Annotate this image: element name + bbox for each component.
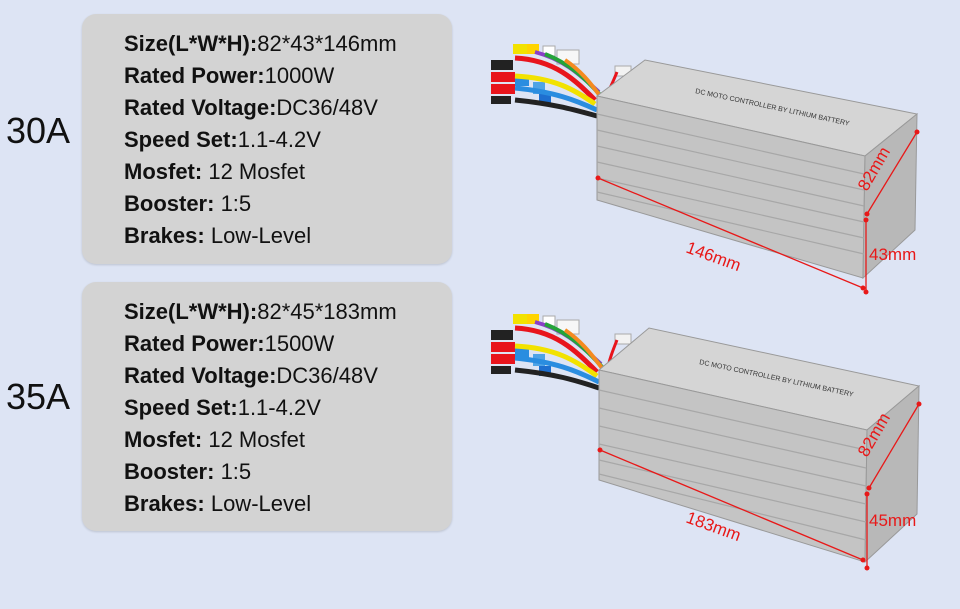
spec-row-rated-voltage: Rated Voltage:DC36/48V	[124, 363, 378, 388]
spec-row-rated-voltage: Rated Voltage:DC36/48V	[124, 95, 378, 120]
controller-photo-35a: DC MOTO CONTROLLER BY LITHIUM BATTERY 18…	[491, 314, 922, 571]
housing-fins	[596, 113, 865, 255]
spec-row-mosfet: Mosfet: 12 Mosfet	[124, 159, 305, 184]
height-dimension-label: 43mm	[869, 245, 916, 264]
spec-card-35a: Size(L*W*H):82*45*183mm Rated Power:1500…	[82, 282, 452, 531]
rating-label-30a: 30A	[6, 110, 71, 151]
spec-row-rated-power: Rated Power:1000W	[124, 63, 335, 88]
dimension-lines	[597, 131, 918, 292]
dimension-lines	[599, 403, 920, 568]
spec-card-30a: Size(L*W*H):82*43*146mm Rated Power:1000…	[82, 14, 452, 264]
height-dimension-label: 45mm	[869, 511, 916, 530]
spec-row-booster: Booster: 1:5	[124, 191, 252, 216]
spec-row-speed-set: Speed Set:1.1-4.2V	[124, 127, 321, 152]
controller-photo-30a: DC MOTO CONTROLLER BY LITHIUM BATTERY 14…	[491, 44, 920, 295]
spec-row-size: Size(L*W*H):82*45*183mm	[124, 299, 397, 324]
rating-label-35a: 35A	[6, 376, 71, 417]
spec-row-rated-power: Rated Power:1500W	[124, 331, 335, 356]
spec-row-speed-set: Speed Set:1.1-4.2V	[124, 395, 321, 420]
spec-row-brakes: Brakes: Low-Level	[124, 223, 312, 248]
wire-harness	[491, 314, 632, 391]
spec-row-brakes: Brakes: Low-Level	[124, 491, 312, 516]
housing-fins	[598, 389, 867, 541]
spec-row-size: Size(L*W*H):82*43*146mm	[124, 31, 397, 56]
spec-row-booster: Booster: 1:5	[124, 459, 252, 484]
length-dimension-label: 146mm	[684, 238, 744, 275]
spec-row-mosfet: Mosfet: 12 Mosfet	[124, 427, 305, 452]
